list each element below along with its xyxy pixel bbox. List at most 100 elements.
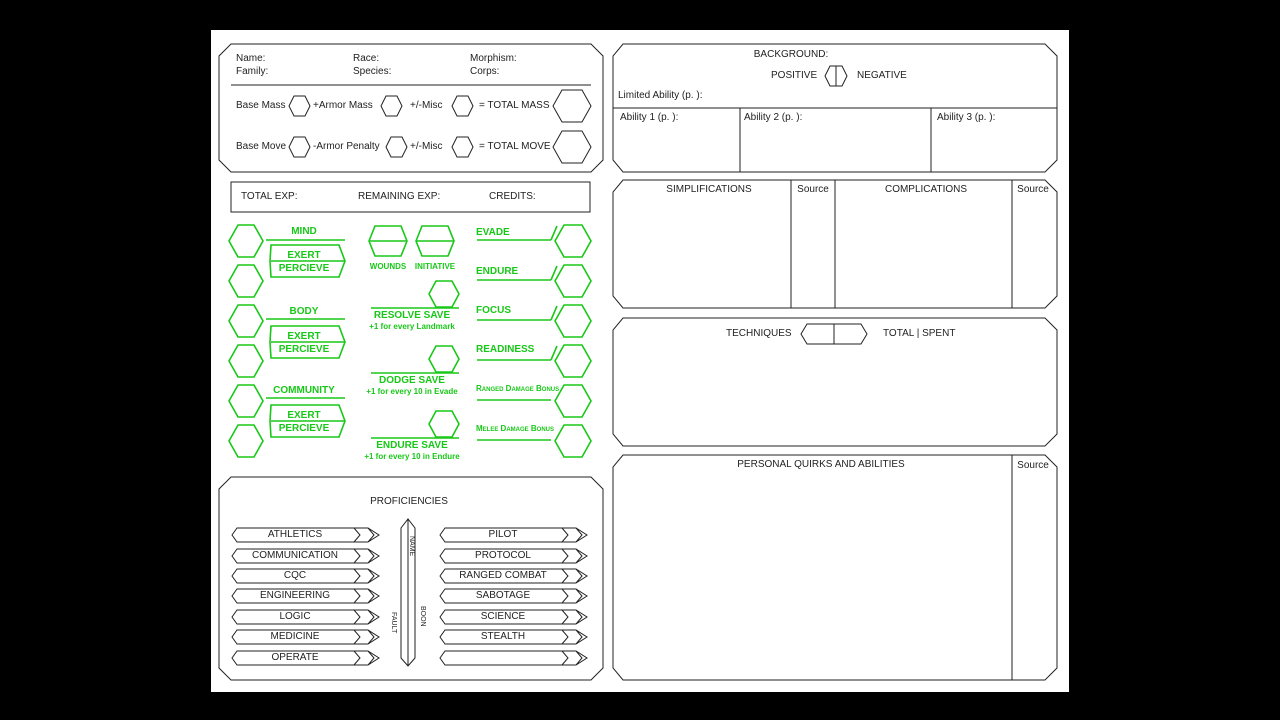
proficiencies-title: PROFICIENCIES: [370, 496, 448, 507]
endure-save-note: +1 for every 10 in Endure: [364, 452, 460, 461]
right-proficiency-label: PILOT: [488, 529, 518, 540]
total-exp-label: TOTAL EXP:: [241, 191, 298, 202]
mind-percieve-label: PERCIEVE: [278, 263, 330, 274]
armor-mass-label: +Armor Mass: [313, 100, 373, 111]
community-hex: [228, 384, 264, 418]
background-slider-hex: [824, 65, 848, 87]
simplifications-panel-frame: [612, 179, 1058, 309]
right-proficiency-frame: [439, 650, 588, 666]
resolve-save-note: +1 for every Landmark: [369, 322, 455, 331]
readiness-label: READINESS: [476, 344, 535, 355]
simplifications-title: SIMPLIFICATIONS: [666, 184, 752, 195]
sheet-artwork: [218, 43, 1058, 681]
morphism-label: Morphism:: [470, 53, 517, 64]
right-proficiency-frame: [439, 609, 588, 625]
limited-ability-label: Limited Ability (p. ):: [618, 90, 703, 101]
ranged-damage-label: Ranged Damage Bonus: [476, 384, 560, 393]
left-proficiency-label: OPERATE: [271, 652, 319, 663]
dodge-save-note: +1 for every 10 in Evade: [366, 387, 458, 396]
left-proficiency-frame: [231, 629, 380, 645]
background-panel-frame: [612, 43, 1058, 173]
techniques-title: TECHNIQUES: [726, 328, 792, 339]
character-sheet: Name: Family: Race: Species: Morphism: C…: [211, 30, 1069, 692]
left-proficiency-frame: [231, 548, 380, 564]
ranged-hex: [554, 384, 592, 418]
quirks-panel-frame: [612, 454, 1058, 681]
base-mass-hex: [288, 95, 311, 117]
corps-label: Corps:: [470, 66, 500, 77]
melee-hex: [554, 424, 592, 458]
evade-slant: [550, 225, 558, 241]
armor-mass-hex: [380, 95, 403, 117]
ability-3-label: Ability 3 (p. ):: [937, 112, 996, 123]
focus-hex: [554, 304, 592, 338]
misc-move-hex: [451, 136, 474, 158]
left-proficiency-frame: [231, 609, 380, 625]
left-proficiency-label: CQC: [283, 570, 307, 581]
dodge-hex: [428, 345, 460, 373]
exp-bar-frame: [230, 181, 591, 213]
body-exert-label: EXERT: [287, 331, 321, 342]
focus-slant: [550, 305, 558, 321]
right-proficiency-frame: [439, 527, 588, 543]
dodge-save-label: DODGE SAVE: [379, 375, 445, 386]
left-proficiency-label: COMMUNICATION: [252, 550, 338, 561]
remaining-exp-label: REMAINING EXP:: [358, 191, 441, 202]
misc-mass-label: +/-Misc: [410, 100, 443, 111]
endure-label: ENDURE: [476, 266, 519, 277]
left-proficiency-label: MEDICINE: [270, 631, 320, 642]
ability-2-label: Ability 2 (p. ):: [744, 112, 803, 123]
proficiency-name-label: NAME: [408, 536, 415, 557]
initiative-label: INITIATIVE: [414, 262, 456, 271]
quirks-title: PERSONAL QUIRKS AND ABILITIES: [737, 459, 905, 470]
background-positive: POSITIVE: [771, 70, 818, 81]
total-move-label: = TOTAL MOVE: [479, 141, 551, 152]
left-proficiency-frame: [231, 568, 380, 584]
identity-panel-frame: [218, 43, 604, 173]
complications-source: Source: [1017, 184, 1049, 195]
armor-penalty-label: -Armor Penalty: [313, 141, 380, 152]
mind-hex: [228, 224, 264, 258]
left-proficiency-label: ENGINEERING: [259, 590, 330, 601]
endure-save-label: ENDURE SAVE: [376, 440, 448, 451]
proficiency-fault-label: FAULT: [390, 612, 397, 634]
endure-slant: [550, 265, 558, 281]
simplifications-source: Source: [797, 184, 829, 195]
total-move-hex: [552, 130, 592, 164]
total-mass-hex: [552, 89, 592, 123]
armor-penalty-hex: [385, 136, 408, 158]
misc-mass-hex: [451, 95, 474, 117]
left-proficiency-frame: [231, 588, 380, 604]
misc-move-label: +/-Misc: [410, 141, 443, 152]
right-proficiency-frame: [439, 629, 588, 645]
right-proficiency-label: PROTOCOL: [475, 550, 531, 561]
right-proficiency-frame: [439, 588, 588, 604]
mind-exert-hex: [228, 264, 264, 298]
evade-hex: [554, 224, 592, 258]
focus-label: FOCUS: [476, 305, 511, 316]
mind-label: MIND: [291, 226, 317, 237]
community-exert-hex: [228, 424, 264, 458]
species-label: Species:: [353, 66, 392, 77]
proficiency-boon-label: BOON: [419, 606, 426, 627]
total-mass-label: = TOTAL MASS: [479, 100, 550, 111]
left-proficiency-frame: [231, 527, 380, 543]
left-proficiency-label: ATHLETICS: [267, 529, 323, 540]
wounds-label: WOUNDS: [369, 262, 407, 271]
community-percieve-label: PERCIEVE: [278, 423, 330, 434]
family-label: Family:: [236, 66, 269, 77]
body-label: BODY: [289, 306, 319, 317]
proficiencies-panel-frame: [218, 476, 604, 681]
mind-exert-label: EXERT: [287, 250, 321, 261]
readiness-slant: [550, 345, 558, 361]
right-proficiency-label: SCIENCE: [480, 611, 526, 622]
techniques-panel-frame: [612, 317, 1058, 447]
ability-1-label: Ability 1 (p. ):: [620, 112, 679, 123]
name-label: Name:: [236, 53, 266, 64]
techniques-hex: [800, 323, 868, 345]
base-mass-label: Base Mass: [236, 100, 286, 111]
left-proficiency-label: LOGIC: [279, 611, 311, 622]
resolve-save-label: RESOLVE SAVE: [373, 310, 451, 321]
right-proficiency-frame: [439, 548, 588, 564]
readiness-hex: [554, 344, 592, 378]
